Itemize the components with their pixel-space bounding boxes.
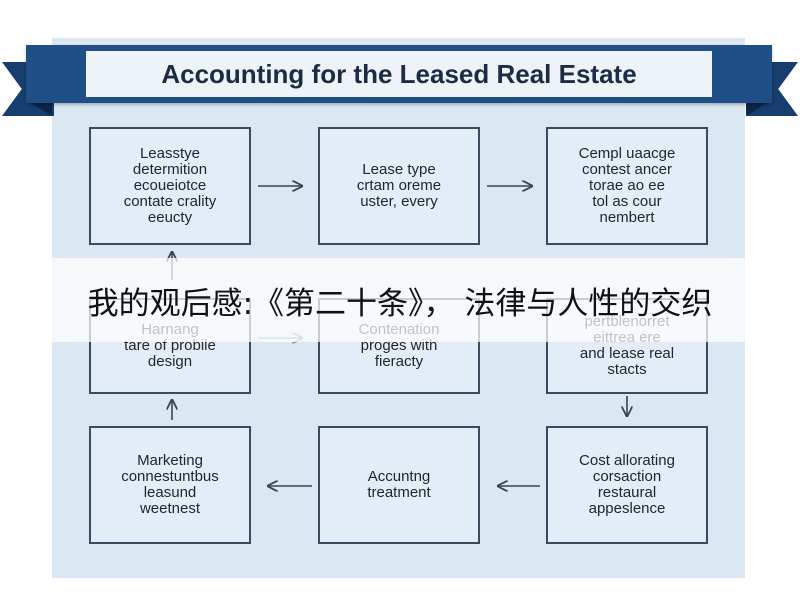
box-text-line: Leasstye [139,145,201,162]
caption-text: 我的观后感:《第二十条》， 法律与人性的交织 [87,285,713,322]
box-text-line: ecoueiotce [133,177,207,194]
box-text-line: stacts [607,361,647,378]
title-banner-inner: Accounting for the Leased Real Estate [86,51,712,97]
box-text-line: Lease type [362,161,436,178]
box-text-line: restaural [597,484,657,501]
box-text-line: leasund [143,484,197,501]
box-text-line: determition [132,161,208,178]
caption-overlay-band [0,258,800,342]
box-text-line: uster, every [360,193,438,210]
box-text-line: fieracty [374,353,424,370]
box-text-line: contate crality [123,193,217,210]
box-text-line: and lease real [579,345,675,362]
box-text-line: corsaction [592,468,662,485]
box-text-line: connestuntbus [121,468,219,485]
box-text-line: tol as cour [592,193,662,210]
box-text-line: nembert [599,209,655,226]
box-text-line: Accuntng [367,468,431,485]
box-text-line: design [147,353,193,370]
box-text-line: treatment [367,484,431,501]
box-text-line: Cost allorating [579,452,675,469]
box-text-line: contest ancer [581,161,673,178]
box-text-line: Marketing [137,452,203,469]
box-text-line: torae ao ee [589,177,665,194]
box-text-line: crtam oreme [356,177,442,194]
title-banner: Accounting for the Leased Real Estate [26,45,772,103]
box-text-line: weetnest [139,500,201,517]
box-text-line: Cempl uaacge [578,145,676,162]
diagram-title: Accounting for the Leased Real Estate [161,58,637,89]
box-text-line: appeslence [588,500,666,517]
box-text-line: eeucty [147,209,193,226]
